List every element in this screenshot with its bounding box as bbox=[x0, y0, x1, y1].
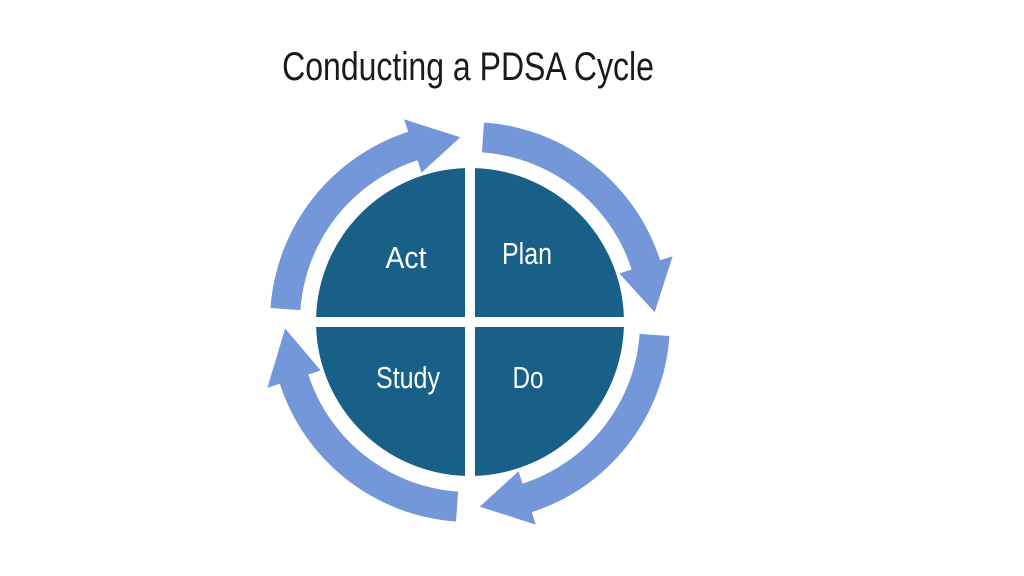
quadrant-plan bbox=[475, 168, 624, 317]
cycle-arrow-right-icon bbox=[481, 122, 673, 313]
label-study: Study bbox=[376, 360, 440, 395]
label-act: Act bbox=[386, 240, 427, 275]
label-plan: Plan bbox=[502, 236, 552, 271]
cycle-arrow-bottom-icon bbox=[479, 333, 670, 525]
quadrant-study bbox=[316, 327, 465, 476]
slide-title: Conducting a PDSA Cycle bbox=[282, 45, 654, 89]
quadrant-do bbox=[475, 327, 624, 476]
quadrant-act bbox=[316, 168, 465, 317]
cycle-arrow-top-icon bbox=[270, 119, 461, 311]
cycle-arrow-left-icon bbox=[267, 328, 459, 522]
label-do: Do bbox=[513, 360, 544, 395]
